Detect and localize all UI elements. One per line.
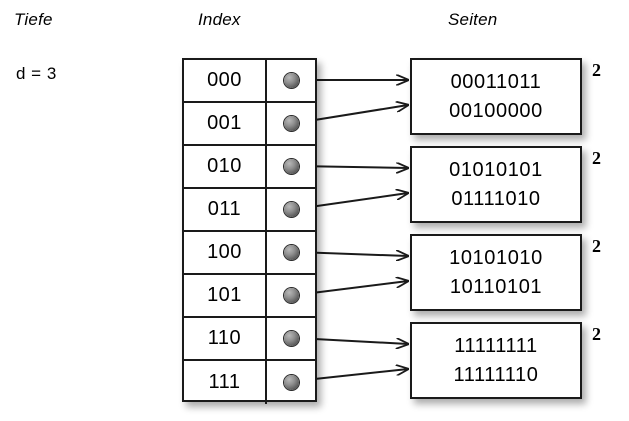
index-row[interactable]: 001 xyxy=(184,103,315,146)
index-key: 010 xyxy=(184,146,267,187)
index-row[interactable]: 101 xyxy=(184,275,315,318)
column-heading-depth: Tiefe xyxy=(14,10,53,29)
page-box[interactable]: 10101010 10110101 xyxy=(410,234,582,311)
column-heading-pages: Seiten xyxy=(448,10,498,29)
page-record: 00011011 xyxy=(450,71,542,94)
index-row[interactable]: 110 xyxy=(184,318,315,361)
page-local-depth: 2 xyxy=(592,148,601,168)
index-pointer-cell[interactable] xyxy=(267,232,315,273)
index-row[interactable]: 011 xyxy=(184,189,315,232)
page-local-depth: 2 xyxy=(592,324,601,344)
page-box[interactable]: 01010101 01111010 xyxy=(410,146,582,223)
index-key: 101 xyxy=(184,275,267,316)
index-key: 110 xyxy=(184,318,267,359)
page-record: 10101010 xyxy=(449,247,543,270)
pointer-dot-icon xyxy=(283,245,299,260)
page-record: 01010101 xyxy=(449,159,543,182)
index-row[interactable]: 111 xyxy=(184,361,315,404)
pointer-dot-icon xyxy=(283,159,299,174)
index-pointer-cell[interactable] xyxy=(267,361,315,404)
index-key: 011 xyxy=(184,189,267,230)
pointer-dot-icon xyxy=(283,288,299,303)
pointer-dot-icon xyxy=(283,73,299,88)
index-pointer-cell[interactable] xyxy=(267,318,315,359)
page-record: 10110101 xyxy=(449,275,543,298)
index-pointer-cell[interactable] xyxy=(267,146,315,187)
page-box[interactable]: 00011011 00100000 xyxy=(410,58,582,135)
page-record: 11111110 xyxy=(453,363,539,386)
index-key: 001 xyxy=(184,103,267,144)
page-local-depth: 2 xyxy=(592,60,601,80)
index-row[interactable]: 010 xyxy=(184,146,315,189)
index-table: 000 001 010 011 100 101 110 111 xyxy=(182,58,317,404)
page-record: 00100000 xyxy=(449,99,543,122)
index-key: 100 xyxy=(184,232,267,273)
index-key: 000 xyxy=(184,60,267,101)
index-key: 111 xyxy=(184,361,267,404)
index-pointer-cell[interactable] xyxy=(267,60,315,101)
column-heading-index: Index xyxy=(198,10,241,29)
page-record: 11111111 xyxy=(454,335,538,358)
index-pointer-cell[interactable] xyxy=(267,189,315,230)
pointer-dot-icon xyxy=(283,116,299,131)
index-row[interactable]: 000 xyxy=(184,60,315,103)
index-pointer-cell[interactable] xyxy=(267,275,315,316)
pointer-dot-icon xyxy=(283,202,299,217)
page-box[interactable]: 11111111 11111110 xyxy=(410,322,582,399)
index-pointer-cell[interactable] xyxy=(267,103,315,144)
index-row[interactable]: 100 xyxy=(184,232,315,275)
page-local-depth: 2 xyxy=(592,236,601,256)
pointer-dot-icon xyxy=(283,375,299,390)
page-record: 01111010 xyxy=(451,187,541,210)
pointer-dot-icon xyxy=(283,331,299,346)
global-depth-label: d = 3 xyxy=(16,64,57,83)
